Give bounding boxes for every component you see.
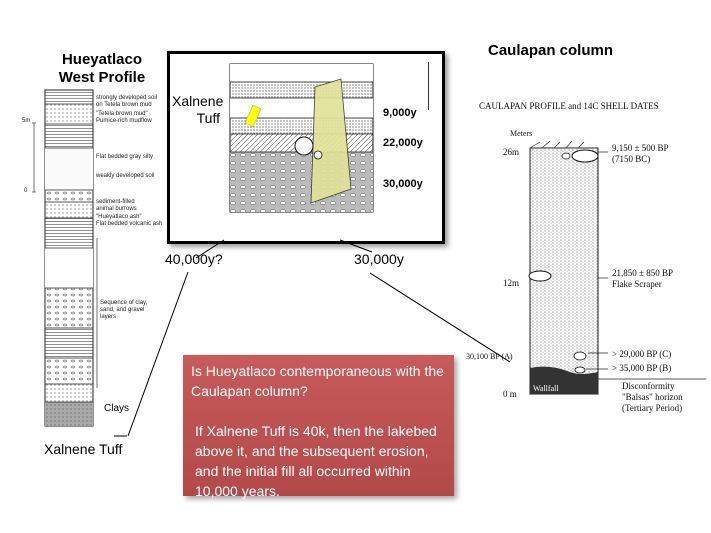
inset-xalnene-label-line1: Xalnene (172, 93, 224, 109)
hueyatlaco-note-burrows: sediment-filled animal burrows (96, 199, 137, 212)
caulapan-wallfall: Wallfall (533, 384, 559, 393)
hueyatlaco-bottom-label: Xalnene Tuff (44, 441, 123, 457)
hueyatlaco-note-ash: "Hueyatlaco ash" (96, 214, 142, 220)
inset-scale-bar (428, 62, 429, 110)
hueyatlaco-note-weak-soil: weakly developed soil (96, 173, 155, 179)
caulapan-date-21850-line2: Flake Scraper (612, 279, 662, 289)
hueyatlaco-note-mudflow: "Tetela brown mud" Pumice-rich mudflow (96, 111, 152, 124)
hueyatlaco-title-line1: Hueyatlaco (61, 51, 143, 68)
caulapan-date-21850-line1: 21,850 ± 850 BP (612, 268, 673, 278)
caulapan-date-9150-line1: 9,150 ± 500 BP (612, 143, 669, 153)
callout-body: If Xalnene Tuff is 40k, then the lakebed… (195, 423, 437, 499)
age-label-right: 30,000y (354, 251, 404, 267)
caulapan-meters-label: Meters (510, 129, 533, 138)
caulapan-date-21850: 21,850 ± 850 BP Flake Scraper (612, 268, 673, 290)
caulapan-date-29000: > 29,000 BP (C) (612, 349, 672, 359)
hueyatlaco-column (32, 89, 98, 427)
hueyatlaco-title: Hueyatlaco West Profile (54, 51, 150, 87)
caulapan-column (528, 140, 706, 395)
caulapan-date-9150: 9,150 ± 500 BP (7150 BC) (612, 143, 668, 165)
age-label-left: 40,000y? (165, 251, 223, 267)
callout-question: Is Hueyatlaco contemporaneous with the C… (191, 363, 444, 399)
caulapan-figure-title: CAULAPAN PROFILE and 14C SHELL DATES (479, 101, 659, 111)
hueyatlaco-note-clays: Clays (104, 403, 130, 414)
caulapan-depth-12m: 12m (503, 278, 520, 288)
caulapan-depth-26m: 26m (503, 147, 520, 157)
callout-box: Is Hueyatlaco contemporaneous with the C… (183, 355, 454, 499)
hueyatlaco-note-silty: Flat bedded gray silty (96, 154, 154, 160)
hueyatlaco-title-line2: West Profile (58, 69, 146, 86)
inset-xalnene-label: Xalnene Tuff (172, 93, 224, 127)
inset-xalnene-label-line2: Tuff (196, 110, 220, 126)
caulapan-disconformity: Disconformity "Balsas" horizon (Tertiary… (622, 381, 683, 414)
hueyatlaco-note-sequence: Sequence of clay, sand, and gravel layer… (100, 300, 148, 320)
caulapan-date-9150-line2: (7150 BC) (612, 154, 651, 164)
caulapan-disconformity-line2: "Balsas" horizon (622, 392, 683, 402)
connector-30000-to-caulapan (369, 272, 511, 363)
hueyatlaco-note-volcanic-ash: Flat bedded volcanic ash (96, 221, 163, 227)
hueyatlaco-scale-5m: 5m (22, 118, 31, 124)
caulapan-disconformity-line3: (Tertiary Period) (622, 403, 683, 413)
caulapan-disconformity-line1: Disconformity (622, 381, 675, 391)
inset-section (229, 63, 374, 213)
hueyatlaco-scale-0: 0 (24, 188, 28, 194)
caulapan-title: Caulapan column (488, 42, 614, 59)
inset-date-9000: 9,000y (383, 107, 417, 119)
connector-inset-to-30000 (339, 239, 373, 253)
inset-date-22000: 22,000y (383, 137, 423, 149)
caulapan-date-35000: > 35,000 BP (B) (612, 363, 672, 373)
caulapan-depth-30100: 30,100 BP (A) (466, 352, 513, 361)
hueyatlaco-note-soil: strongly developed soil on Tetela brown … (96, 95, 158, 108)
inset-date-30000: 30,000y (383, 178, 423, 190)
connector-left-to-xalnene (127, 271, 189, 437)
caulapan-depth-0m: 0 m (503, 389, 517, 399)
